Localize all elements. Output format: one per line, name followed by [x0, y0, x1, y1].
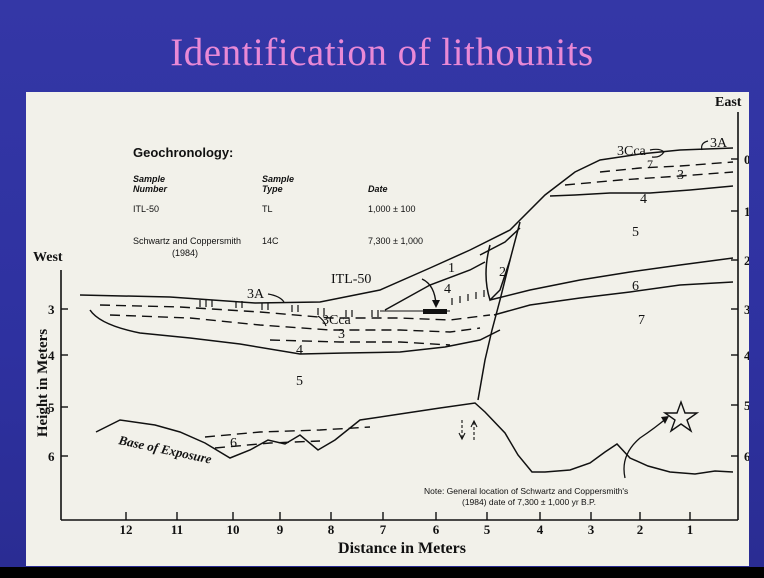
y-axis-label: Height in Meters — [35, 329, 51, 437]
col-date: Date — [368, 184, 388, 194]
x-ticks-label: 12 — [120, 522, 133, 537]
note-line-1: Note: General location of Schwartz and C… — [424, 486, 628, 496]
note-line-2: (1984) date of 7,300 ± 1,000 yr B.P. — [462, 497, 596, 507]
right-ticks-label: 0 — [744, 152, 749, 167]
right-ticks-label: 5 — [744, 398, 749, 413]
cross-section-svg: Geochronology: Sample Number Sample Type… — [26, 92, 749, 566]
fault-line — [478, 222, 520, 400]
x-ticks-label: 8 — [328, 522, 335, 537]
right-ticks-label: 4 — [744, 348, 749, 363]
base-of-exposure-label: Base of Exposure — [116, 432, 213, 467]
right-ticks-label: 2 — [744, 253, 749, 268]
unit-7-small-label: 7 — [647, 157, 653, 171]
col-sample-number-2: Number — [133, 184, 168, 194]
x-axis-label: Distance in Meters — [338, 540, 466, 557]
unit-5-right-label: 5 — [632, 225, 639, 240]
note-arrow-line — [624, 417, 668, 478]
unit-7-label: 7 — [638, 313, 645, 328]
geochronology-heading: Geochronology: — [133, 145, 233, 160]
cross-section-figure: Geochronology: Sample Number Sample Type… — [26, 92, 749, 566]
itl50-sample-bar — [423, 309, 447, 314]
slide-title: Identification of lithounits — [0, 30, 764, 75]
unit-3cca-left-label: 3Cca — [322, 313, 352, 328]
itl50-arrow-head — [432, 300, 440, 308]
right-ticks-label: 3 — [744, 302, 749, 317]
row1-type: TL — [262, 204, 273, 214]
itl50-label: ITL-50 — [331, 272, 371, 287]
col-sample-number-1: Sample — [133, 174, 165, 184]
x-ticks-label: 1 — [687, 522, 694, 537]
unit3-right-dashed — [600, 162, 733, 172]
fault-slip-arrows — [459, 420, 477, 440]
unit-4-mid-label: 4 — [444, 282, 451, 297]
x-ticks-label: 3 — [588, 522, 595, 537]
unit3-mid-dashed — [110, 315, 480, 332]
note-arrow-head — [661, 416, 669, 424]
left-axis-ticks: 3 4 5 6 — [48, 302, 68, 464]
col-sample-type-1: Sample — [262, 174, 294, 184]
unit-3-label: 3 — [338, 327, 345, 342]
x-ticks-label: 5 — [484, 522, 491, 537]
unit3-right-lower-dashed — [565, 172, 733, 185]
right-axis-ticks: 0 1 2 3 4 5 6 — [731, 152, 749, 464]
west-label: West — [33, 250, 63, 265]
row1-date: 1,000 ± 100 — [368, 204, 415, 214]
left-ticks-label: 5 — [48, 400, 55, 415]
row2-number: Schwartz and Coppersmith — [133, 236, 241, 246]
unit-2-label: 2 — [499, 265, 506, 280]
unit-6-right-label: 6 — [632, 279, 639, 294]
row2-date: 7,300 ± 1,000 — [368, 236, 423, 246]
unit-1-label: 1 — [448, 261, 455, 276]
row2-number-year: (1984) — [172, 248, 198, 258]
left-ticks-label: 4 — [48, 348, 55, 363]
east-label: East — [715, 95, 742, 110]
bottom-black-bar — [0, 567, 764, 578]
unit6-7-contact-lower — [494, 282, 733, 315]
x-ticks-label: 10 — [227, 522, 240, 537]
left-ticks-label: 3 — [48, 302, 55, 317]
unit-3-right-label: 3 — [677, 168, 684, 183]
right-ticks-label: 1 — [744, 204, 749, 219]
row2-type: 14C — [262, 236, 279, 246]
base-of-exposure-line — [96, 403, 733, 474]
right-ticks-label: 6 — [744, 449, 749, 464]
unit-3a-right-label: 3A — [710, 136, 728, 151]
x-ticks-label: 11 — [171, 522, 183, 537]
x-ticks-label: 4 — [537, 522, 544, 537]
unit2-wedge — [486, 245, 510, 300]
unit-4-left-label: 4 — [296, 343, 303, 358]
x-ticks-label: 6 — [433, 522, 440, 537]
x-ticks-label: 9 — [277, 522, 284, 537]
x-axis-ticks: 12 11 10 9 8 7 6 5 4 3 2 1 — [120, 512, 694, 537]
unit-3cca-right-label: 3Cca — [617, 144, 647, 159]
3a-left-hook — [268, 294, 284, 302]
unit-labels: 1 2 3 3 3A 3A 3Cca 3Cca 4 4 4 5 5 6 6 7 … — [230, 136, 728, 451]
row1-number: ITL-50 — [133, 204, 159, 214]
dashed-contacts — [100, 162, 733, 448]
unit-3a-left-label: 3A — [247, 287, 265, 302]
unit-4-right-label: 4 — [640, 192, 647, 207]
x-ticks-label: 7 — [380, 522, 387, 537]
col-sample-type-2: Type — [262, 184, 283, 194]
star-icon — [665, 402, 697, 431]
left-ticks-label: 6 — [48, 449, 55, 464]
unit-5-left-label: 5 — [296, 374, 303, 389]
x-ticks-label: 2 — [637, 522, 644, 537]
unit-6-left-label: 6 — [230, 436, 237, 451]
